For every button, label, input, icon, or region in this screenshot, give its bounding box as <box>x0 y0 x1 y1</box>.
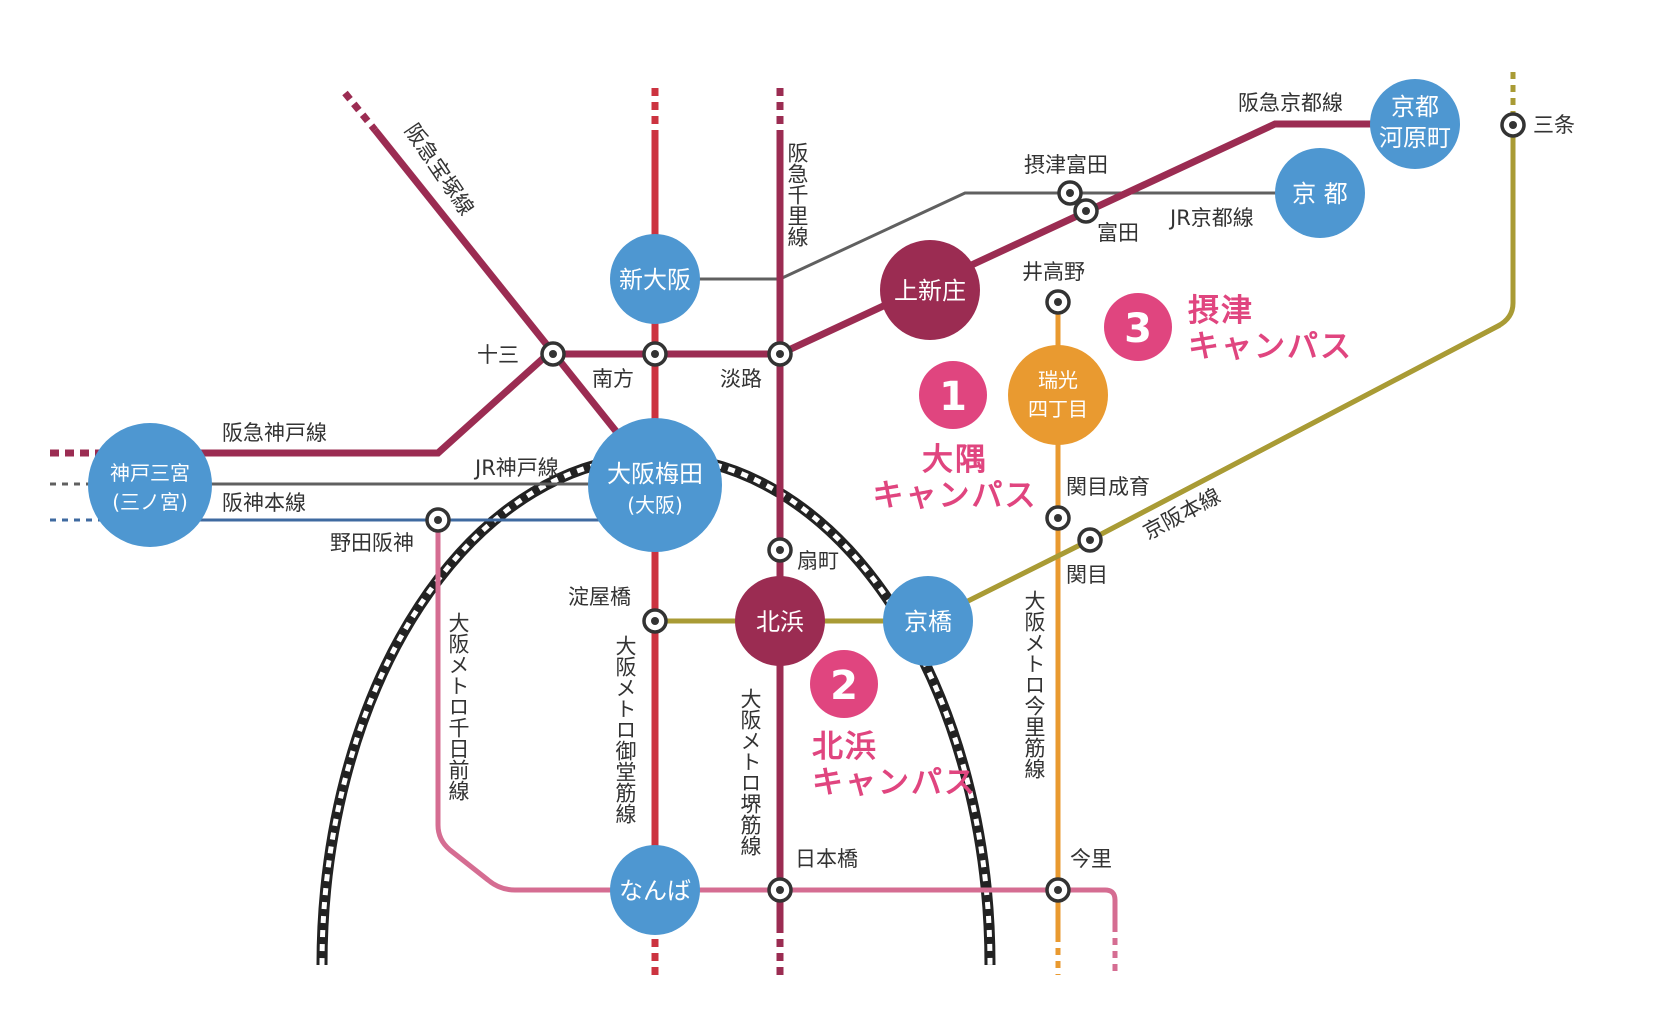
label-imazato: 今里 <box>1070 847 1112 871</box>
major-stations: 新大阪 上新庄 京 都 京都 河原町 神戸三宮 (三ノ宮) 大阪梅田 (大阪) … <box>88 79 1460 935</box>
campus-2-badge <box>810 650 878 718</box>
label-tonda: 富田 <box>1097 221 1139 245</box>
campus-3-badge <box>1104 293 1172 361</box>
campus-1-name-1: 大隅 <box>922 442 988 478</box>
campus-3-name-2: キャンパス <box>1188 329 1353 365</box>
station-osaka-umeda[interactable]: 大阪梅田 (大阪) <box>588 418 722 552</box>
campus-1-name-2: キャンパス <box>873 478 1038 514</box>
station-minamikata[interactable] <box>642 341 668 367</box>
campus-1-number: 1 <box>939 374 967 420</box>
station-kyobashi-label: 京橋 <box>904 608 952 636</box>
label-juso: 十三 <box>477 343 519 367</box>
campus-2-name-2: キャンパス <box>812 765 977 801</box>
station-sekime[interactable] <box>1077 527 1103 553</box>
station-labels: 十三 南方 淡路 摂津富田 富田 井高野 三条 野田阪神 扇町 淀屋橋 関目成育… <box>330 113 1575 871</box>
label-midosuji-line: 大阪メトロ御堂筋線 <box>613 635 637 824</box>
station-nipponbashi[interactable] <box>767 877 793 903</box>
campus-3-number: 3 <box>1124 306 1152 352</box>
station-idakano[interactable] <box>1045 289 1071 315</box>
station-zuiko-label-1: 瑞光 <box>1038 368 1078 392</box>
station-yodoyabashi[interactable] <box>642 608 668 634</box>
station-kyoto-label: 京 都 <box>1292 180 1348 208</box>
small-stations <box>425 112 1526 903</box>
campus-markers: 1 大隅 キャンパス 2 北浜 キャンパス 3 摂津 キャンパス <box>810 293 1353 801</box>
campus-2-number: 2 <box>830 663 858 709</box>
label-settsu-tonda: 摂津富田 <box>1024 153 1108 177</box>
station-namba-label: なんば <box>619 877 691 905</box>
label-idakano: 井高野 <box>1022 260 1085 284</box>
label-minamikata: 南方 <box>592 367 634 391</box>
label-nipponbashi: 日本橋 <box>795 847 858 871</box>
station-shin-osaka-label: 新大阪 <box>619 266 691 294</box>
label-hankyu-senri-line: 阪急千里線 <box>785 142 809 247</box>
station-sekime-seiiku[interactable] <box>1045 505 1071 531</box>
label-sennichimae-line: 大阪メトロ千日前線 <box>446 612 470 801</box>
station-settsu-tonda[interactable] <box>1057 180 1083 206</box>
station-awaji[interactable] <box>767 341 793 367</box>
label-yodoyabashi: 淀屋橋 <box>568 585 631 609</box>
station-osaka-umeda-label-1: 大阪梅田 <box>607 460 703 488</box>
station-kamishinjo-label: 上新庄 <box>894 277 966 305</box>
station-kyoto-kawaramachi[interactable]: 京都 河原町 <box>1370 79 1460 169</box>
label-imazatosuji-line: 大阪メトロ今里筋線 <box>1022 590 1046 779</box>
station-kitahama[interactable]: 北浜 <box>735 576 825 666</box>
station-kyoto-kawaramachi-label-1: 京都 <box>1391 93 1439 121</box>
label-hankyu-kyoto-line: 阪急京都線 <box>1238 91 1343 115</box>
station-kamishinjo[interactable]: 上新庄 <box>880 240 980 340</box>
station-kyoto-kawaramachi-label-2: 河原町 <box>1379 124 1451 152</box>
label-sanjo: 三条 <box>1533 113 1575 137</box>
label-sekime: 関目 <box>1066 563 1108 587</box>
station-juso[interactable] <box>540 341 566 367</box>
station-sanjo[interactable] <box>1500 112 1526 138</box>
campus-3-name-1: 摂津 <box>1188 293 1254 329</box>
station-kobe-sannomiya-label-1: 神戸三宮 <box>110 461 190 485</box>
station-namba[interactable]: なんば <box>610 845 700 935</box>
jr-kyoto-line <box>655 191 1315 281</box>
station-kyobashi[interactable]: 京橋 <box>883 576 973 666</box>
station-zuiko[interactable]: 瑞光 四丁目 <box>1008 345 1108 445</box>
station-osaka-umeda-label-2: (大阪) <box>627 493 683 517</box>
station-zuiko-label-2: 四丁目 <box>1028 397 1088 421</box>
campus-settsu[interactable]: 3 摂津 キャンパス <box>1104 293 1353 365</box>
label-jr-kobe-line: JR神戸線 <box>473 456 559 480</box>
label-ogimachi: 扇町 <box>797 549 839 573</box>
campus-1-badge <box>919 361 987 429</box>
label-hankyu-kobe-line: 阪急神戸線 <box>222 421 327 445</box>
station-kobe-sannomiya[interactable]: 神戸三宮 (三ノ宮) <box>88 423 212 547</box>
sennichimae-line <box>435 520 1118 975</box>
campus-osumi[interactable]: 1 大隅 キャンパス <box>873 361 1038 514</box>
campus-kitahama[interactable]: 2 北浜 キャンパス <box>810 650 977 801</box>
station-kyoto[interactable]: 京 都 <box>1275 148 1365 238</box>
label-sakaisuji-line: 大阪メトロ堺筋線 <box>738 688 762 856</box>
station-kitahama-label: 北浜 <box>756 608 804 636</box>
station-tonda[interactable] <box>1073 198 1099 224</box>
station-ogimachi[interactable] <box>767 537 793 563</box>
station-shin-osaka[interactable]: 新大阪 <box>610 234 700 324</box>
station-kobe-sannomiya-label-2: (三ノ宮) <box>112 490 188 514</box>
station-noda-hanshin[interactable] <box>425 507 451 533</box>
station-imazato[interactable] <box>1045 877 1071 903</box>
label-noda-hanshin: 野田阪神 <box>330 531 414 555</box>
hankyu-kobe-line <box>50 351 551 457</box>
hankyu-takarazuka-line <box>342 90 658 483</box>
label-sekime-seiiku: 関目成育 <box>1066 475 1150 499</box>
hankyu-kyoto-line <box>548 120 1405 358</box>
label-jr-kyoto-line: JR京都線 <box>1168 206 1254 230</box>
campus-2-name-1: 北浜 <box>812 729 878 765</box>
label-hanshin-line: 阪神本線 <box>222 491 306 515</box>
label-awaji: 淡路 <box>720 367 762 391</box>
